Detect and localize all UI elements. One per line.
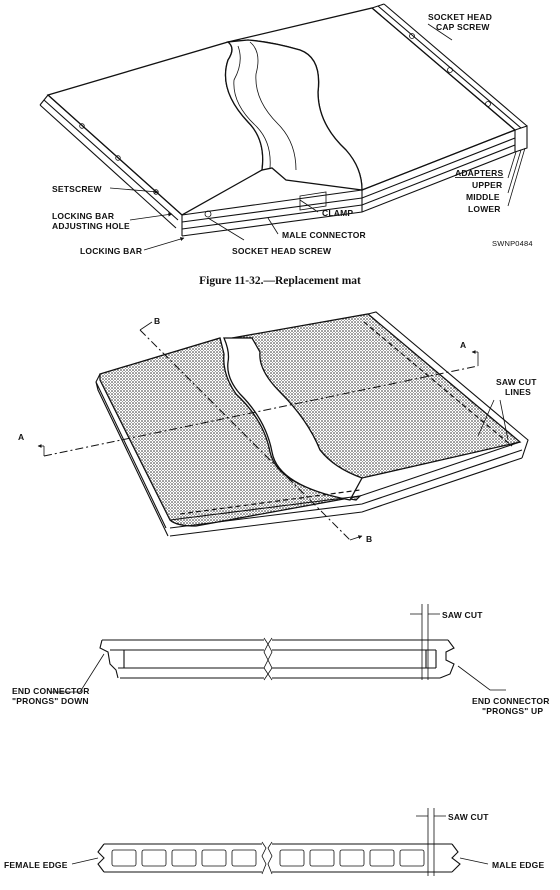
mat-wavy-strip bbox=[224, 39, 363, 191]
label-male-connector: MALE CONNECTOR bbox=[282, 230, 366, 240]
figure-caption: Figure 11-32.—Replacement mat bbox=[199, 275, 361, 287]
section-a-drawing bbox=[50, 604, 506, 693]
label-socket-head-screw: SOCKET HEAD SCREW bbox=[232, 246, 332, 256]
label-section-b-saw-cut: SAW CUT bbox=[448, 812, 489, 822]
label-section-a-saw-cut: SAW CUT bbox=[442, 610, 483, 620]
label-setscrew: SETSCREW bbox=[52, 184, 103, 194]
label-socket-head-cap-screw-line2: CAP SCREW bbox=[436, 22, 490, 32]
label-section-b-top: B bbox=[154, 316, 160, 326]
label-end-connector-up-line1: END CONNECTOR bbox=[472, 696, 550, 706]
figure-1-drawing bbox=[39, 3, 528, 251]
section-a-left-profile bbox=[99, 639, 264, 679]
mat-left-adapter bbox=[39, 94, 183, 229]
label-end-connector-up-line2: "PRONGS" UP bbox=[482, 706, 543, 716]
label-adapters: ADAPTERS bbox=[455, 168, 503, 178]
figure-1-labels: SOCKET HEAD CAP SCREW SETSCREW LOCKING B… bbox=[52, 12, 533, 287]
saw-cut-line-right bbox=[363, 321, 513, 447]
section-a-labels: SAW CUT END CONNECTOR "PRONGS" DOWN END … bbox=[12, 610, 550, 716]
section-b-right-profile bbox=[272, 843, 461, 873]
figure-code: SWNP0484 bbox=[492, 239, 533, 248]
label-female-edge: FEMALE EDGE bbox=[4, 860, 68, 870]
mat-wavy-gap bbox=[223, 337, 363, 501]
mat-left-stippled-panel bbox=[99, 337, 362, 527]
label-socket-head-cap-screw-line1: SOCKET HEAD bbox=[428, 12, 492, 22]
section-line-b bbox=[139, 329, 351, 541]
label-end-connector-down-line1: END CONNECTOR bbox=[12, 686, 90, 696]
label-locking-bar: LOCKING BAR bbox=[80, 246, 142, 256]
label-section-a-left: A bbox=[18, 432, 24, 442]
label-adapter-upper: UPPER bbox=[472, 180, 502, 190]
label-locking-bar-adjusting-hole-line2: ADJUSTING HOLE bbox=[52, 221, 130, 231]
mat-right-rail bbox=[371, 3, 528, 153]
section-b-labels: SAW CUT FEMALE EDGE MALE EDGE bbox=[4, 812, 544, 870]
figure-2-drawing bbox=[37, 311, 529, 541]
label-adapter-middle: MIDDLE bbox=[466, 192, 500, 202]
label-saw-cut-lines-line1: SAW CUT bbox=[496, 377, 537, 387]
section-b-drawing bbox=[71, 808, 489, 876]
label-clamp: CLAMP bbox=[322, 208, 353, 218]
figure-1-leaders bbox=[109, 23, 526, 251]
label-section-b-bottom: B bbox=[366, 534, 372, 544]
figure-2-labels: B A SAW CUT LINES A B bbox=[18, 316, 537, 544]
section-a-right-profile bbox=[272, 639, 455, 679]
label-adapter-lower: LOWER bbox=[468, 204, 501, 214]
label-locking-bar-adjusting-hole-line1: LOCKING BAR bbox=[52, 211, 114, 221]
label-saw-cut-lines-line2: LINES bbox=[505, 387, 531, 397]
label-male-edge: MALE EDGE bbox=[492, 860, 544, 870]
label-end-connector-down-line2: "PRONGS" DOWN bbox=[12, 696, 89, 706]
section-b-left-profile bbox=[97, 843, 262, 873]
section-line-a bbox=[43, 365, 479, 457]
label-section-a-right: A bbox=[460, 340, 466, 350]
saw-cut-line-front bbox=[179, 489, 361, 515]
